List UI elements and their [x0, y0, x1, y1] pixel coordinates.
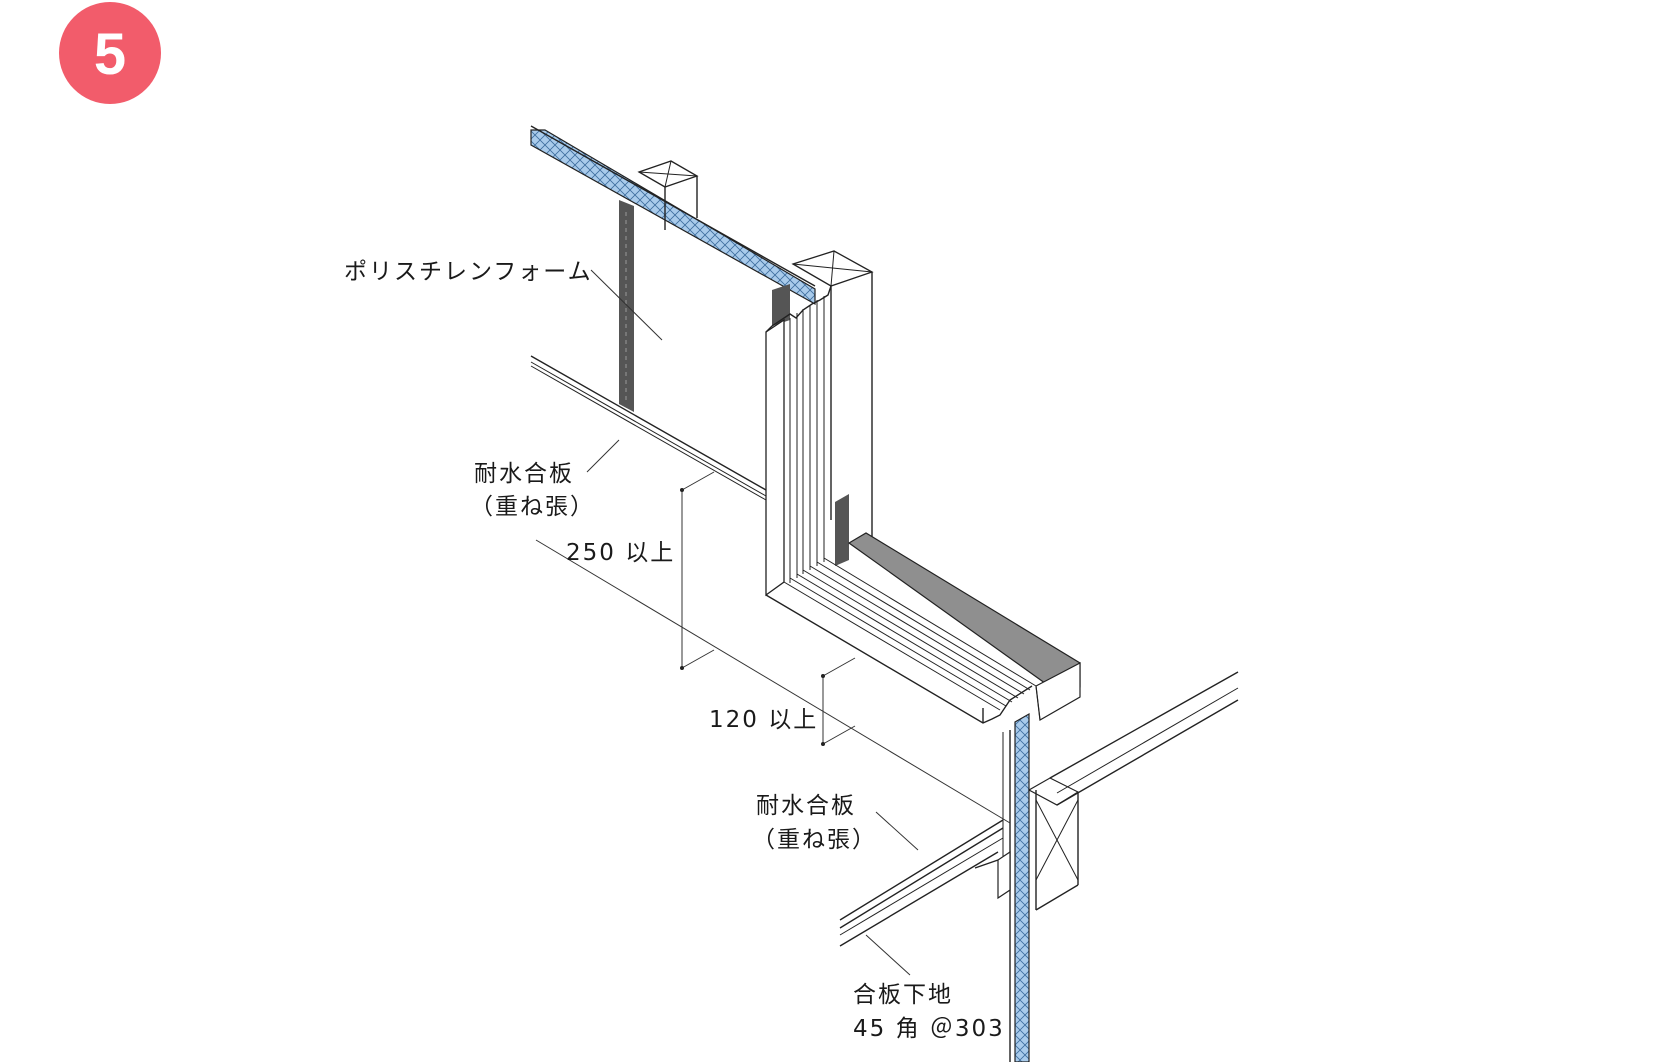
dimension-250	[680, 471, 715, 670]
lower-right-wall	[1049, 671, 1239, 806]
corner-post	[772, 250, 874, 545]
label-plywood-upper-1: 耐水合板	[474, 461, 574, 487]
label-base-2: 45 角 ＠303	[853, 1016, 1005, 1042]
step-badge: 5	[59, 2, 161, 104]
dimension-120	[821, 657, 856, 746]
window-jamb	[765, 285, 849, 597]
upper-furring-strip	[619, 200, 634, 412]
ground-reference-line	[535, 539, 1011, 824]
leader-polystyrene	[590, 269, 663, 341]
lower-insulation	[1002, 712, 1030, 1062]
leader-plywood-upper	[586, 439, 620, 473]
upper-insulation	[530, 125, 816, 306]
leader-base	[865, 934, 911, 976]
lower-stud	[997, 777, 1080, 911]
step-number: 5	[94, 22, 126, 87]
label-base-1: 合板下地	[853, 982, 953, 1008]
label-plywood-lower-1: 耐水合板	[756, 793, 856, 819]
upper-stud	[637, 160, 699, 230]
lower-plywood	[839, 819, 1004, 947]
label-polystyrene: ポリスチレンフォーム	[344, 259, 593, 285]
leader-plywood-lower	[875, 811, 919, 851]
label-plywood-lower-2: （重ね張）	[752, 827, 877, 853]
label-plywood-upper-2: （重ね張）	[470, 494, 595, 520]
window-sill	[765, 532, 1081, 724]
label-dim-250: 250 以上	[566, 540, 675, 566]
upper-plywood-edge	[530, 355, 767, 501]
label-dim-120: 120 以上	[709, 707, 818, 733]
